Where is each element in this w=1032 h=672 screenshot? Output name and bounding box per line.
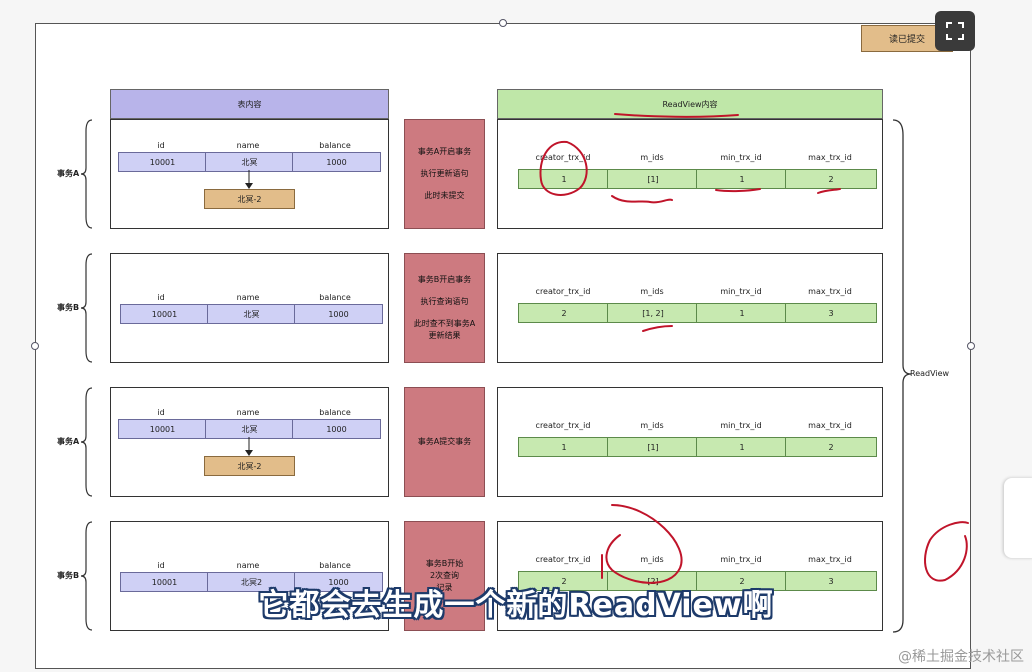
step-line: 事务A开启事务 <box>417 147 472 156</box>
table-column-header: name <box>236 141 260 150</box>
step-line: 此时查不到事务A 更新结果 <box>413 319 476 340</box>
readview-cell: 3 <box>785 303 877 323</box>
video-subtitle: 它都会去生成一个新的ReadView啊 <box>258 588 774 623</box>
readview-column-header: min_trx_id <box>720 421 762 430</box>
table-cell: 10001 <box>118 152 207 172</box>
table-column-header: name <box>236 561 260 570</box>
readview-column-header: max_trx_id <box>808 287 852 296</box>
table-column-header: name <box>236 293 260 302</box>
readview-column-header: max_trx_id <box>808 421 852 430</box>
step-line: 事务A提交事务 <box>417 437 472 446</box>
step-line: 事务B开启事务 <box>417 275 472 284</box>
readview-column-header: creator_trx_id <box>535 555 591 564</box>
expand-icon[interactable] <box>935 11 975 51</box>
table-column-header: id <box>157 141 165 150</box>
readview-cell: 2 <box>785 169 877 189</box>
table-content-header: 表内容 <box>110 89 389 119</box>
readview-cell: 3 <box>785 571 877 591</box>
resize-handle-top[interactable] <box>499 19 507 27</box>
table-column-header: balance <box>319 561 351 570</box>
transaction-label: 事务A <box>57 437 80 446</box>
readview-column-header: min_trx_id <box>720 287 762 296</box>
arrow-down-icon <box>244 170 254 189</box>
readview-column-header: max_trx_id <box>808 555 852 564</box>
readview-column-header: creator_trx_id <box>535 287 591 296</box>
step-description: 事务A开启事务执行更新语句此时未提交 <box>404 119 485 229</box>
new-version-tag: 北冥-2 <box>204 189 295 209</box>
readview-cell: [1, 2] <box>607 303 699 323</box>
table-cell: 北冥 <box>207 304 296 324</box>
transaction-brace <box>80 253 94 363</box>
arrow-down-icon <box>244 437 254 456</box>
readview-column-header: m_ids <box>640 153 664 162</box>
table-column-header: id <box>157 408 165 417</box>
readview-content-header: ReadView内容 <box>497 89 883 119</box>
readview-column-header: creator_trx_id <box>535 153 591 162</box>
step-line: 事务B开始 2次查询 记录 <box>425 559 464 592</box>
resize-handle-left[interactable] <box>31 342 39 350</box>
table-column-header: name <box>236 408 260 417</box>
readview-column-header: m_ids <box>640 555 664 564</box>
watermark: @稀土掘金技术社区 <box>898 649 1024 665</box>
readview-column-header: min_trx_id <box>720 555 762 564</box>
table-column-header: balance <box>319 293 351 302</box>
table-column-header: id <box>157 561 165 570</box>
table-column-header: balance <box>319 408 351 417</box>
step-line: 此时未提交 <box>424 191 465 200</box>
step-line: 执行更新语句 <box>420 169 469 178</box>
readview-cell: 2 <box>785 437 877 457</box>
table-cell: 1000 <box>294 304 383 324</box>
table-cell: 1000 <box>292 419 381 439</box>
transaction-label: 事务B <box>57 571 80 580</box>
side-tab[interactable] <box>1004 478 1032 558</box>
readview-side-label: ReadView <box>910 369 950 378</box>
new-version-tag: 北冥-2 <box>204 456 295 476</box>
readview-column-header: max_trx_id <box>808 153 852 162</box>
table-cell: 10001 <box>120 304 209 324</box>
step-description: 事务A提交事务 <box>404 387 485 497</box>
resize-handle-right[interactable] <box>967 342 975 350</box>
step-line: 执行查询语句 <box>420 297 469 306</box>
step-description: 事务B开启事务执行查询语句此时查不到事务A 更新结果 <box>404 253 485 363</box>
readview-column-header: m_ids <box>640 287 664 296</box>
table-column-header: id <box>157 293 165 302</box>
transaction-brace <box>80 119 94 229</box>
transaction-brace <box>80 387 94 497</box>
table-cell: 1000 <box>294 572 383 592</box>
table-column-header: balance <box>319 141 351 150</box>
readview-column-header: m_ids <box>640 421 664 430</box>
transaction-label: 事务A <box>57 169 80 178</box>
readview-column-header: min_trx_id <box>720 153 762 162</box>
transaction-brace <box>80 521 94 631</box>
transaction-label: 事务B <box>57 303 80 312</box>
table-cell: 1000 <box>292 152 381 172</box>
step-description: 事务B开始 2次查询 记录 <box>404 521 485 631</box>
readview-column-header: creator_trx_id <box>535 421 591 430</box>
